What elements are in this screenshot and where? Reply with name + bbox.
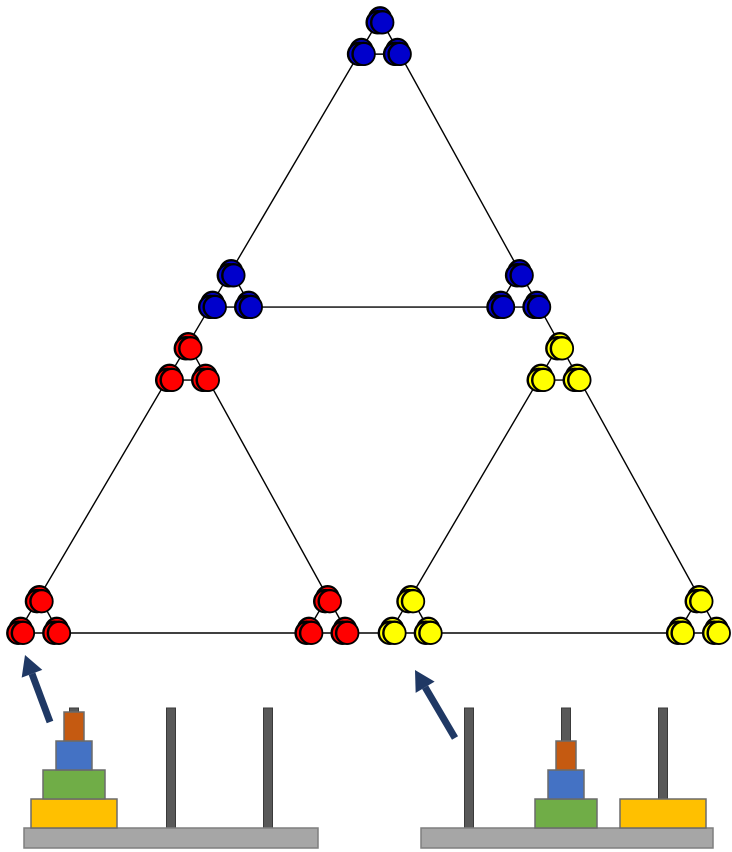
graph-node-top bbox=[491, 295, 516, 319]
graph-node-left bbox=[196, 368, 220, 392]
graph-node-right bbox=[401, 589, 426, 614]
hanoi-disk-1 bbox=[555, 740, 577, 771]
graph-nodes bbox=[6, 6, 731, 645]
graph-edge bbox=[410, 379, 540, 598]
graph-node-top bbox=[221, 263, 246, 288]
graph-node-right bbox=[689, 589, 714, 614]
graph-node-right bbox=[671, 621, 695, 645]
hanoi-peg bbox=[464, 707, 474, 829]
graph-node-right bbox=[707, 621, 731, 645]
graph-edges bbox=[17, 17, 720, 634]
graph-node-left bbox=[29, 589, 54, 614]
arrow-icon-head bbox=[21, 655, 43, 678]
graph-edge bbox=[399, 53, 521, 272]
graph-node-right bbox=[567, 368, 592, 392]
graph-node-left bbox=[160, 368, 184, 392]
hanoi-disk-2 bbox=[547, 769, 585, 800]
arrow-icon-head bbox=[415, 670, 435, 693]
graph-node-left bbox=[178, 336, 203, 361]
hanoi-left-illustration bbox=[21, 655, 319, 849]
hanoi-disk-4 bbox=[619, 798, 707, 829]
hanoi-disk-3 bbox=[534, 798, 598, 829]
graph-node-left bbox=[335, 621, 360, 645]
hanoi-right-illustration bbox=[415, 670, 714, 849]
graph-node-top bbox=[351, 42, 376, 67]
graph-edge bbox=[230, 53, 360, 272]
hanoi-disk-1 bbox=[63, 711, 85, 742]
graph-node-left bbox=[318, 589, 342, 614]
graph-node-left bbox=[47, 621, 72, 645]
arrow-icon bbox=[28, 672, 54, 724]
graph-node-top bbox=[239, 295, 263, 319]
hanoi-disk-3 bbox=[42, 769, 106, 800]
graph-edge bbox=[207, 379, 329, 598]
hanoi-base bbox=[23, 827, 319, 849]
graph-node-right bbox=[418, 621, 443, 645]
hanoi-peg bbox=[263, 707, 273, 829]
graph-node-right bbox=[382, 621, 407, 645]
graph-node-top bbox=[370, 10, 395, 35]
graph-node-left bbox=[11, 621, 36, 645]
hanoi-peg bbox=[166, 707, 176, 829]
hanoi-base bbox=[420, 827, 714, 849]
hanoi-disk-2 bbox=[55, 740, 93, 771]
graph-node-right bbox=[531, 368, 556, 392]
arrow-icon bbox=[422, 685, 459, 740]
hanoi-disk-4 bbox=[30, 798, 118, 829]
graph-node-left bbox=[299, 621, 324, 645]
graph-edge bbox=[38, 379, 168, 598]
graph-node-right bbox=[550, 336, 575, 361]
graph-node-top bbox=[527, 295, 552, 319]
graph-node-top bbox=[203, 295, 227, 319]
graph-node-top bbox=[510, 263, 534, 288]
graph-node-top bbox=[388, 42, 412, 67]
graph-edge bbox=[578, 379, 700, 598]
